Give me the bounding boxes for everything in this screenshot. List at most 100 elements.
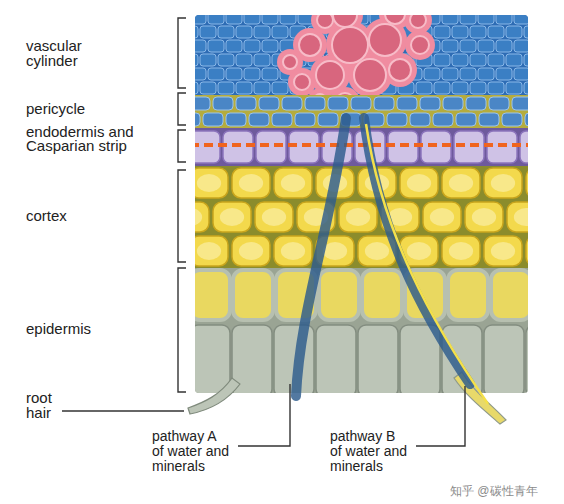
cell <box>460 68 476 80</box>
xylem-vessel <box>299 34 321 56</box>
bracket <box>178 18 186 88</box>
cell <box>195 270 230 320</box>
cell <box>442 68 458 80</box>
cell <box>452 26 468 38</box>
cell <box>397 97 417 110</box>
cell <box>328 97 348 110</box>
cell <box>316 325 356 393</box>
cell <box>351 97 371 110</box>
xylem-vessel <box>369 24 401 56</box>
cell <box>512 97 528 110</box>
cell <box>434 26 450 38</box>
cell <box>448 270 488 320</box>
cell <box>466 97 486 110</box>
cell <box>362 270 402 320</box>
tissue-band <box>195 166 528 268</box>
cell <box>496 68 512 80</box>
cell-interior <box>491 174 515 192</box>
cell-interior <box>449 242 473 260</box>
xylem-vessel <box>317 15 333 28</box>
pathway-a <box>296 118 346 396</box>
cell <box>208 40 224 52</box>
cell-interior <box>430 208 454 226</box>
cell-interior <box>220 208 244 226</box>
xylem-vessel <box>411 36 429 54</box>
cell <box>442 168 480 198</box>
cell <box>272 113 292 126</box>
cell <box>305 97 325 110</box>
cell <box>442 40 458 52</box>
cell <box>195 40 206 52</box>
cell <box>526 325 528 393</box>
cell <box>484 236 522 266</box>
cell <box>374 97 394 110</box>
cell <box>416 82 432 94</box>
cell <box>319 270 359 320</box>
cell <box>387 113 407 126</box>
cell-interior <box>491 242 515 260</box>
bracket <box>178 268 186 392</box>
cell <box>502 113 522 126</box>
xylem-vessel <box>385 15 405 24</box>
cell <box>514 40 528 52</box>
cell-interior <box>262 208 286 226</box>
cell-interior <box>281 242 305 260</box>
cell <box>236 54 252 66</box>
cell <box>208 68 224 80</box>
cell <box>295 113 315 126</box>
cell <box>489 97 509 110</box>
part-label: root hair <box>26 390 66 420</box>
cell <box>478 40 494 52</box>
casparian-strip <box>195 143 528 147</box>
cell <box>514 15 528 24</box>
cell <box>514 68 528 80</box>
leader-line <box>62 410 184 411</box>
cell <box>274 168 312 198</box>
bracket <box>178 130 186 162</box>
cell <box>226 15 242 24</box>
cell-interior <box>407 242 431 260</box>
cell <box>465 202 503 232</box>
cell <box>484 325 524 393</box>
cell <box>423 202 461 232</box>
cell <box>232 168 270 198</box>
cell <box>195 54 198 66</box>
cell-interior <box>407 174 431 192</box>
cell <box>262 40 278 52</box>
part-label: pathway B of water and minerals <box>330 429 409 474</box>
cell <box>254 26 270 38</box>
tissue-band <box>195 15 528 95</box>
cell <box>226 40 242 52</box>
cell <box>488 82 504 94</box>
cell-interior <box>365 242 389 260</box>
cell <box>195 325 230 393</box>
xylem-patch <box>383 53 417 87</box>
cell <box>506 26 522 38</box>
cell <box>259 97 279 110</box>
cell <box>525 113 528 126</box>
cell <box>470 82 486 94</box>
cell <box>282 97 302 110</box>
cell <box>244 68 260 80</box>
cell <box>226 113 246 126</box>
cell <box>254 82 270 94</box>
xylem-patch <box>404 15 432 34</box>
cell-interior <box>195 208 202 226</box>
cell <box>200 26 216 38</box>
cell <box>280 15 296 24</box>
cell <box>236 82 252 94</box>
part-label: endodermis and Casparian strip <box>26 125 136 153</box>
watermark: 知乎 @碳性青年 <box>450 484 538 498</box>
cell-layer <box>195 270 528 320</box>
cell <box>218 82 234 94</box>
cell <box>218 26 234 38</box>
cell <box>262 15 278 24</box>
cell <box>524 54 528 66</box>
cell <box>526 236 528 266</box>
cell-layer <box>195 15 528 94</box>
cell <box>244 40 260 52</box>
cell <box>442 236 480 266</box>
cell <box>272 26 288 38</box>
